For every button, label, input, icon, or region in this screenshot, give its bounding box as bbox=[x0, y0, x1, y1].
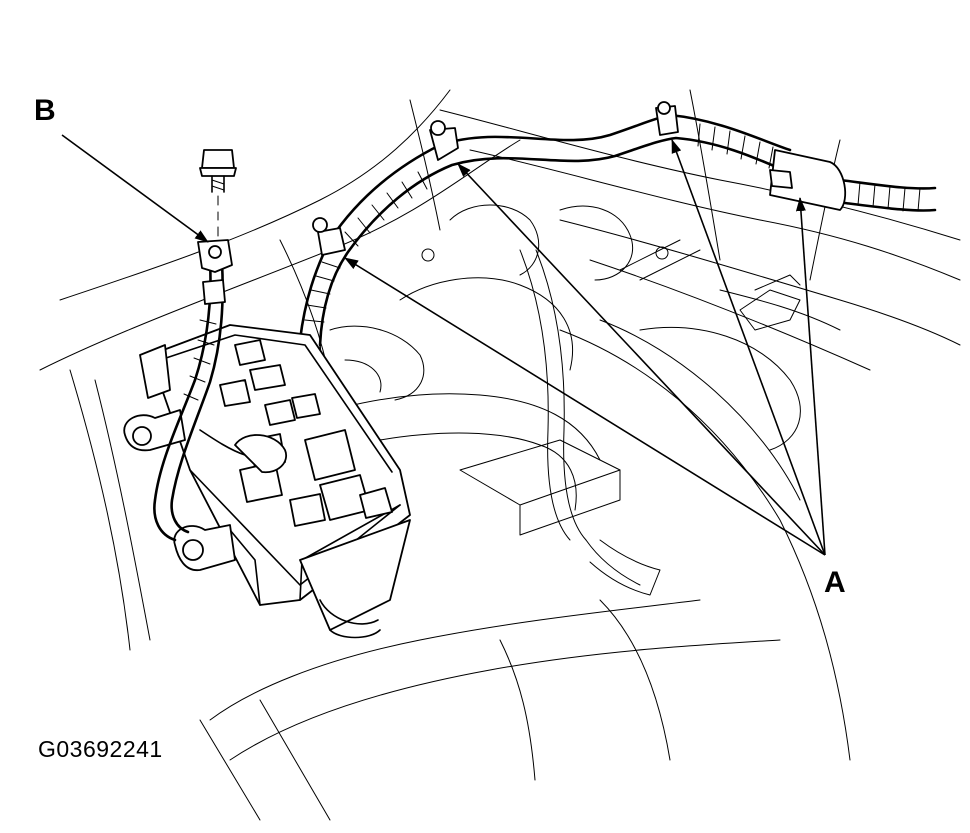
wire-harness bbox=[298, 101, 937, 441]
callout-label-b: B bbox=[34, 94, 56, 127]
arrow-a-3 bbox=[671, 139, 826, 556]
fuse-relay-box bbox=[123, 324, 411, 639]
battery-cable bbox=[153, 149, 288, 542]
leader-arrows bbox=[61, 134, 826, 556]
arrow-a-2 bbox=[457, 163, 826, 556]
callout-label-a: A bbox=[824, 566, 846, 599]
figure-id: G03692241 bbox=[38, 736, 163, 762]
body-panel-lines bbox=[39, 89, 961, 821]
arrow-a-1 bbox=[344, 257, 826, 556]
arrow-b bbox=[61, 134, 209, 243]
arrow-a-4 bbox=[795, 197, 826, 556]
